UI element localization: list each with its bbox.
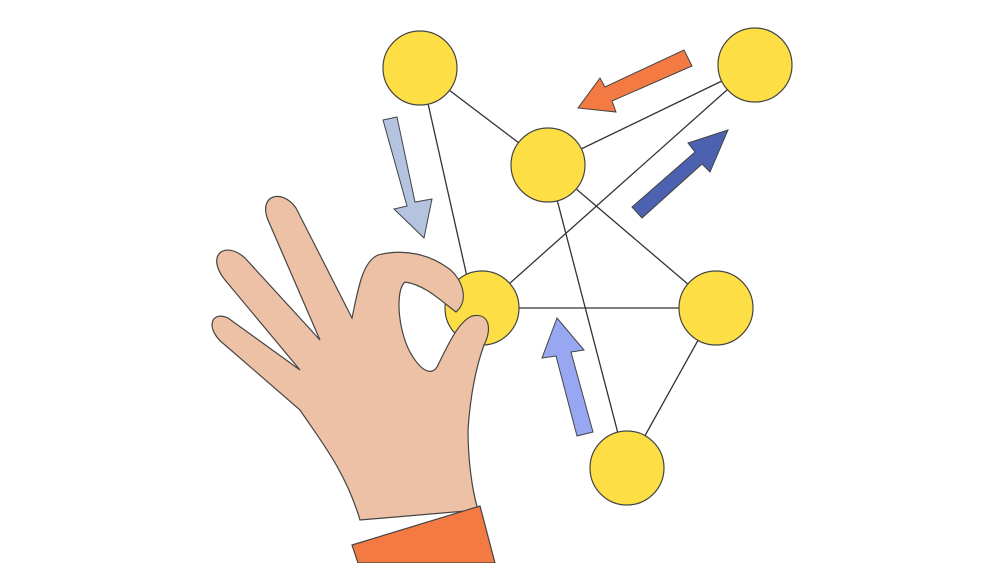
arrow-steel-down-icon (382, 116, 433, 239)
arrow-orange-icon (577, 49, 693, 113)
node (382, 30, 458, 106)
arrow-dark-blue-icon (631, 129, 729, 219)
node (510, 127, 586, 203)
edge (547, 64, 756, 166)
arrows (382, 49, 729, 437)
hand (211, 195, 496, 563)
edge (419, 67, 471, 291)
node (678, 270, 754, 346)
sleeve (351, 505, 496, 563)
node (589, 430, 665, 506)
hand-icon (211, 195, 490, 521)
arrow-periwinkle-icon (541, 317, 594, 437)
node (717, 27, 793, 103)
edge (481, 64, 756, 309)
edge (547, 164, 628, 469)
